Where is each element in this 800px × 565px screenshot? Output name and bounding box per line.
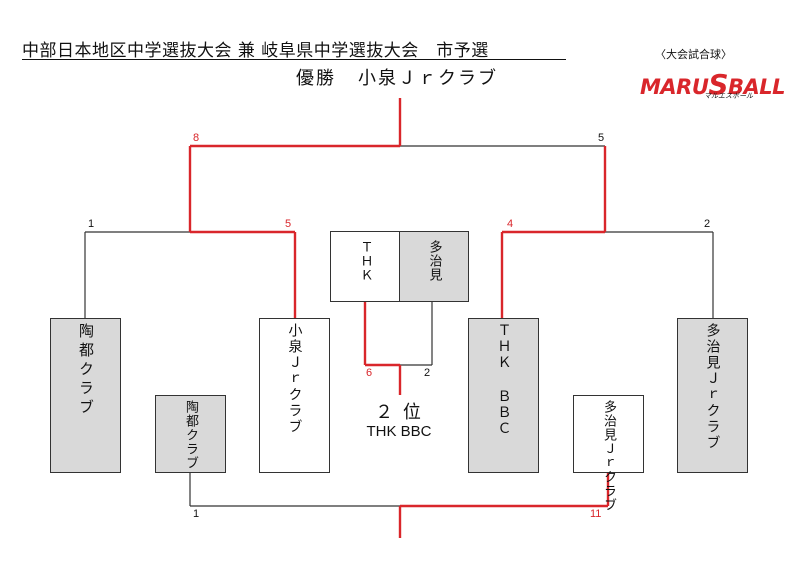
official-ball-label: 〈大会試合球〉 <box>655 48 732 61</box>
team-box-thk: ＴＨＫ ＢＢＣ <box>468 318 539 473</box>
team-name: 多治見Ｊｒクラブ <box>704 323 721 451</box>
team-box-mini-tajimi: 多治見 <box>399 231 469 302</box>
team-name: ＴＨＫ ＢＢＣ <box>495 323 512 437</box>
team-box-tajimi-bottom: 多治見Ｊｒクラブ <box>573 395 644 512</box>
score-third-right: 2 <box>424 367 431 379</box>
team-box-touto-top: 陶都クラブ <box>50 318 121 473</box>
score-bottom-left: 1 <box>193 508 200 520</box>
logo-wordmark: MARUSBALL <box>640 68 786 101</box>
team-box-mini-thk: ＴＨＫ <box>330 231 400 302</box>
title-underline <box>22 59 566 60</box>
team-box-touto-bottom: 陶都クラブ <box>155 395 226 473</box>
team-name: 陶都クラブ <box>77 323 95 418</box>
score-semi-right-left: 4 <box>507 218 514 230</box>
champion-team: 小泉Ｊｒクラブ <box>358 68 498 89</box>
second-place: ２ 位 THK BBC <box>357 398 441 440</box>
team-name: 陶都クラブ <box>183 400 198 470</box>
score-semi-left-left: 1 <box>88 218 95 230</box>
score-semi-right-right: 2 <box>704 218 711 230</box>
second-place-rank: ２ 位 <box>375 402 423 423</box>
logo-subtext: マルエスボール <box>704 92 753 100</box>
score-third-left: 6 <box>366 367 373 379</box>
team-box-koizumi: 小泉Ｊｒクラブ <box>259 318 330 473</box>
marus-ball-logo: MARUSBALL マルエスボール <box>640 66 786 104</box>
team-name: ＴＨＫ <box>357 240 373 282</box>
score-final-right: 5 <box>598 132 605 144</box>
team-name: 多治見Ｊｒクラブ <box>601 400 616 512</box>
second-place-team: THK BBC <box>366 423 432 440</box>
score-semi-left-right: 5 <box>285 218 292 230</box>
team-name: 小泉Ｊｒクラブ <box>286 323 303 435</box>
team-name: 多治見 <box>426 240 442 282</box>
tournament-title: 中部日本地区中学選抜大会 兼 岐阜県中学選抜大会 市予選 <box>22 41 489 61</box>
champion-heading: 優勝 小泉Ｊｒクラブ <box>296 64 498 90</box>
team-box-tajimi-top: 多治見Ｊｒクラブ <box>677 318 748 473</box>
score-final-left: 8 <box>193 132 200 144</box>
score-bottom-right: 11 <box>590 508 602 520</box>
champion-label: 優勝 <box>296 68 336 89</box>
